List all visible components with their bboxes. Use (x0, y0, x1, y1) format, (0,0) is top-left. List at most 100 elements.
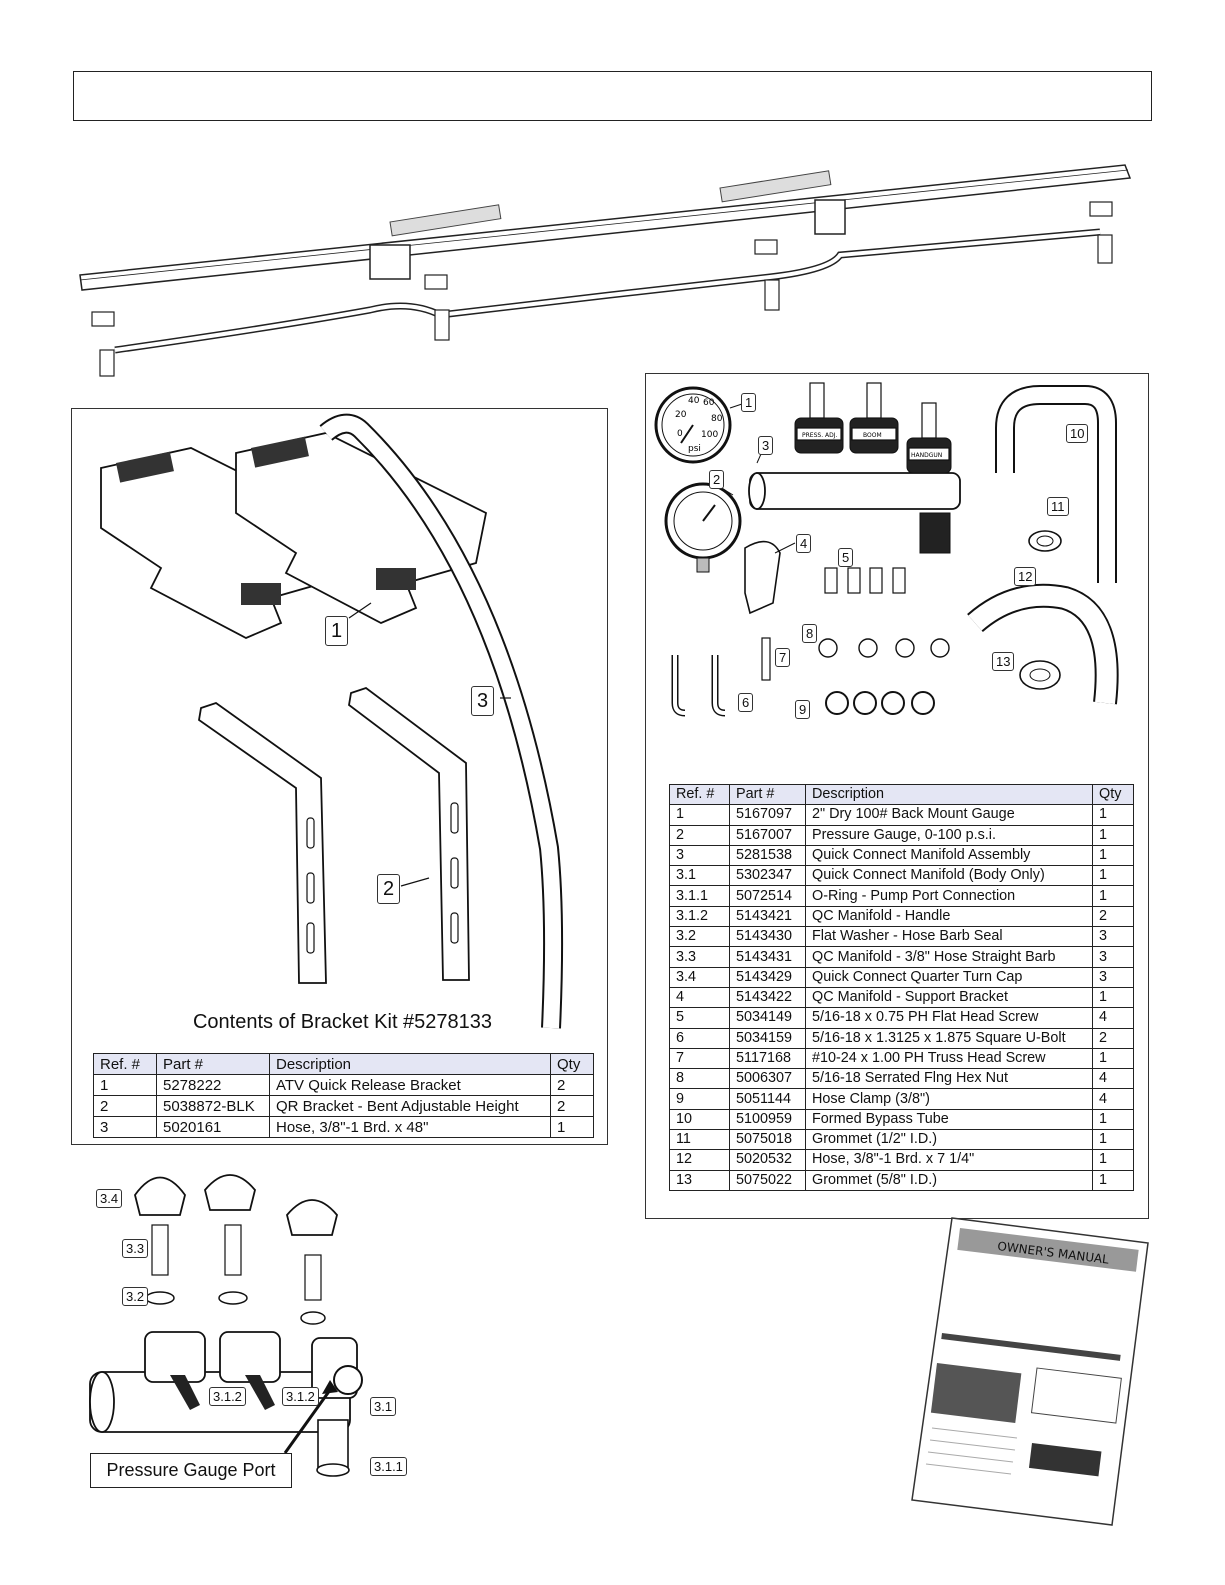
table-header-row: Ref. # Part # Description Qty (93, 1053, 594, 1075)
cell-ref: 3.1.2 (669, 905, 730, 928)
callout-2-bent-bracket: 2 (377, 874, 401, 904)
cell-ref: 10 (669, 1108, 730, 1131)
callout-m11: 11 (1047, 497, 1069, 516)
cell-description: QC Manifold - 3/8" Hose Straight Barb (805, 946, 1093, 968)
cell-qty: 1 (1092, 844, 1134, 867)
cell-description: QC Manifold - Handle (805, 905, 1093, 928)
valve-label-boom: BOOM (863, 432, 882, 439)
callout-3-1-2-a: 3.1.2 (209, 1387, 246, 1406)
col-part: Part # (729, 783, 806, 806)
callout-3-3: 3.3 (122, 1239, 149, 1258)
cell-qty: 2 (550, 1095, 594, 1117)
cell-ref: 3.2 (669, 926, 730, 948)
callout-3-1-1: 3.1.1 (370, 1457, 407, 1476)
cell-ref: 7 (669, 1047, 730, 1070)
boom-assembly-illustration (79, 164, 1132, 377)
cell-ref: 4 (669, 986, 730, 1009)
cell-qty: 1 (1092, 804, 1134, 826)
cell-ref: 12 (669, 1149, 730, 1171)
cell-description: Flat Washer - Hose Barb Seal (805, 926, 1093, 948)
cell-part: 5302347 (729, 865, 806, 887)
cell-description: Hose Clamp (3/8") (805, 1088, 1093, 1110)
bracket-kit-illustration (100, 413, 564, 1029)
cell-qty: 1 (1092, 1108, 1134, 1131)
cell-ref: 1 (669, 804, 730, 826)
cell-qty: 1 (1092, 1169, 1134, 1191)
callout-m8: 8 (802, 624, 818, 643)
col-ref: Ref. # (93, 1053, 157, 1075)
cell-part: 5051144 (729, 1088, 806, 1110)
cell-part: 5006307 (729, 1068, 806, 1090)
cell-qty: 3 (1092, 926, 1134, 948)
cell-ref: 2 (93, 1095, 157, 1117)
callout-m1: 1 (741, 393, 757, 412)
exploded-manifold-illustration (89, 1174, 363, 1477)
cell-qty: 4 (1092, 1068, 1134, 1090)
cell-part: 5143429 (729, 966, 806, 988)
cell-description: QR Bracket - Bent Adjustable Height (269, 1095, 551, 1117)
cell-qty: 1 (1092, 824, 1134, 846)
cell-part: 5143422 (729, 986, 806, 1009)
cell-description: O-Ring - Pump Port Connection (805, 885, 1093, 907)
col-description: Description (269, 1053, 551, 1075)
cell-part: 5020161 (156, 1116, 270, 1138)
cell-ref: 3 (93, 1116, 157, 1138)
cell-part: 5278222 (156, 1074, 270, 1096)
callout-m9: 9 (795, 700, 811, 719)
header-box (73, 71, 1152, 121)
cell-part: 5117168 (729, 1047, 806, 1070)
cell-qty: 1 (1092, 865, 1134, 887)
cell-description: #10-24 x 1.00 PH Truss Head Screw (805, 1047, 1093, 1070)
cell-part: 5072514 (729, 885, 806, 907)
col-ref: Ref. # (669, 783, 730, 806)
cell-description: 5/16-18 x 0.75 PH Flat Head Screw (805, 1007, 1093, 1029)
callout-m7: 7 (775, 648, 791, 667)
cell-description: Quick Connect Manifold (Body Only) (805, 865, 1093, 887)
cell-qty: 1 (550, 1116, 594, 1138)
cell-ref: 5 (669, 1007, 730, 1029)
callout-3-2: 3.2 (122, 1287, 149, 1306)
cell-description: Hose, 3/8"-1 Brd. x 48" (269, 1116, 551, 1138)
col-part: Part # (156, 1053, 270, 1075)
callout-m4: 4 (796, 534, 812, 553)
cell-description: Pressure Gauge, 0-100 p.s.i. (805, 824, 1093, 846)
callout-m12: 12 (1014, 567, 1037, 586)
callout-m3: 3 (758, 436, 774, 455)
cell-description: 5/16-18 x 1.3125 x 1.875 Square U-Bolt (805, 1027, 1093, 1049)
cell-part: 5100959 (729, 1108, 806, 1131)
cell-qty: 1 (1092, 1047, 1134, 1070)
cell-description: ATV Quick Release Bracket (269, 1074, 551, 1096)
gauge1-tick-60: 60 (703, 398, 715, 408)
cell-description: Hose, 3/8"-1 Brd. x 7 1/4" (805, 1149, 1093, 1171)
valve-label-handgun: HANDGUN (911, 452, 942, 459)
cell-part: 5143431 (729, 946, 806, 968)
cell-part: 5075018 (729, 1129, 806, 1151)
gauge1-tick-80: 80 (711, 414, 723, 424)
cell-part: 5020532 (729, 1149, 806, 1171)
cell-qty: 4 (1092, 1088, 1134, 1110)
cell-part: 5075022 (729, 1169, 806, 1191)
cell-part: 5143430 (729, 926, 806, 948)
callout-m10: 10 (1066, 424, 1089, 443)
cell-part: 5034159 (729, 1027, 806, 1049)
callout-3-1: 3.1 (370, 1397, 397, 1416)
pressure-gauge-port-label: Pressure Gauge Port (90, 1453, 292, 1488)
cell-ref: 3.3 (669, 946, 730, 968)
cell-qty: 1 (1092, 986, 1134, 1009)
